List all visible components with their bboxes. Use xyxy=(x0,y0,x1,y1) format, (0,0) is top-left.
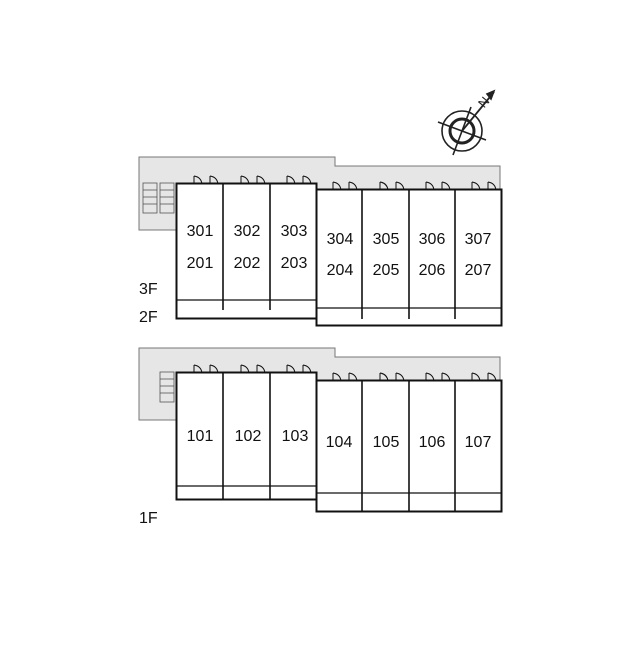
door-icon xyxy=(193,175,219,185)
lower-unit-dividers xyxy=(222,373,456,511)
door-icon xyxy=(471,372,497,382)
upper-unit-dividers xyxy=(222,184,456,319)
upper-floor-block: 301 201 302 202 303 203 304 204 305 205 … xyxy=(138,156,503,327)
upper-stairs-icon xyxy=(142,182,175,214)
unit-304-label: 304 xyxy=(327,231,354,248)
unit-207-label: 207 xyxy=(465,262,492,279)
door-icon xyxy=(286,175,312,185)
door-icon xyxy=(332,181,358,191)
unit-306-label: 306 xyxy=(419,231,446,248)
unit-204-label: 204 xyxy=(327,262,354,279)
lower-balcony-rails xyxy=(177,485,501,494)
unit-206-label: 206 xyxy=(419,262,446,279)
door-icon xyxy=(332,372,358,382)
lower-corridor xyxy=(138,347,501,421)
lower-stairs-icon xyxy=(159,371,175,403)
door-icon xyxy=(286,364,312,374)
unit-305-label: 305 xyxy=(373,231,400,248)
door-icon xyxy=(471,181,497,191)
unit-103-label: 103 xyxy=(282,428,309,445)
unit-301-label: 301 xyxy=(187,223,214,240)
upper-unit-labels: 301 201 302 202 303 203 304 204 305 205 … xyxy=(187,223,492,279)
unit-201-label: 201 xyxy=(187,255,214,272)
unit-107-label: 107 xyxy=(465,434,492,451)
unit-101-label: 101 xyxy=(187,428,214,445)
unit-307-label: 307 xyxy=(465,231,492,248)
unit-105-label: 105 xyxy=(373,434,400,451)
door-icon xyxy=(379,372,405,382)
compass-north-arrow-icon: N xyxy=(437,89,496,156)
floor-2f-label: 2F xyxy=(139,309,158,326)
door-icon xyxy=(240,364,266,374)
compass-arrowhead-icon xyxy=(485,89,496,101)
compass-ring-icon xyxy=(441,110,483,152)
floor-1f-label: 1F xyxy=(139,510,158,527)
door-icon xyxy=(193,364,219,374)
unit-202-label: 202 xyxy=(234,255,261,272)
unit-205-label: 205 xyxy=(373,262,400,279)
unit-104-label: 104 xyxy=(326,434,353,451)
compass-needle xyxy=(461,91,495,132)
lower-building-outline xyxy=(175,371,503,513)
lower-floor-labels: 1F xyxy=(139,510,158,527)
lower-unit-labels: 101 102 103 104 105 106 107 xyxy=(187,428,492,451)
upper-floor-labels: 3F 2F xyxy=(139,281,158,326)
door-icon xyxy=(425,181,451,191)
unit-203-label: 203 xyxy=(281,255,308,272)
compass-inner-ring-icon xyxy=(448,117,476,145)
upper-building-outline xyxy=(175,182,503,327)
unit-302-label: 302 xyxy=(234,223,261,240)
door-icon xyxy=(240,175,266,185)
floor-3f-label: 3F xyxy=(139,281,158,298)
door-icon xyxy=(379,181,405,191)
unit-102-label: 102 xyxy=(235,428,262,445)
unit-106-label: 106 xyxy=(419,434,446,451)
unit-303-label: 303 xyxy=(281,223,308,240)
lower-floor-block: 101 102 103 104 105 106 107 1F xyxy=(138,347,503,527)
door-icon xyxy=(425,372,451,382)
upper-doors xyxy=(193,175,497,191)
lower-doors xyxy=(193,364,497,382)
upper-corridor xyxy=(138,156,501,231)
upper-balcony-rails xyxy=(177,299,501,309)
